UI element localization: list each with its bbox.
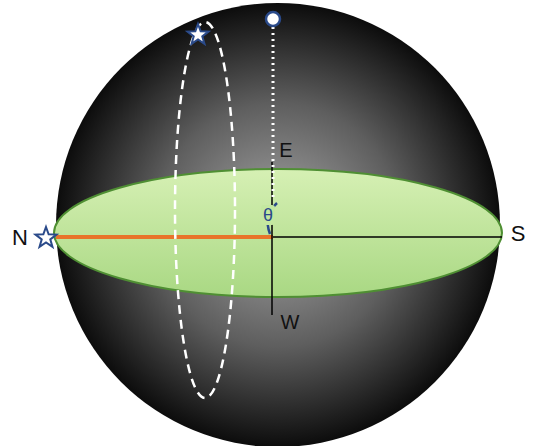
star-path <box>175 22 235 398</box>
direction-label: N <box>12 227 28 249</box>
star-symbol <box>188 24 209 44</box>
direction-label: W <box>281 312 300 332</box>
star-symbol <box>36 227 57 247</box>
zenith-marker <box>266 12 280 26</box>
direction-label: S <box>511 223 526 245</box>
north-line <box>56 235 273 239</box>
angle-label: θ <box>261 205 275 225</box>
zenith-line <box>272 27 275 200</box>
south-line <box>273 236 502 238</box>
horizon-plane <box>54 169 502 297</box>
direction-label: E <box>279 140 292 160</box>
